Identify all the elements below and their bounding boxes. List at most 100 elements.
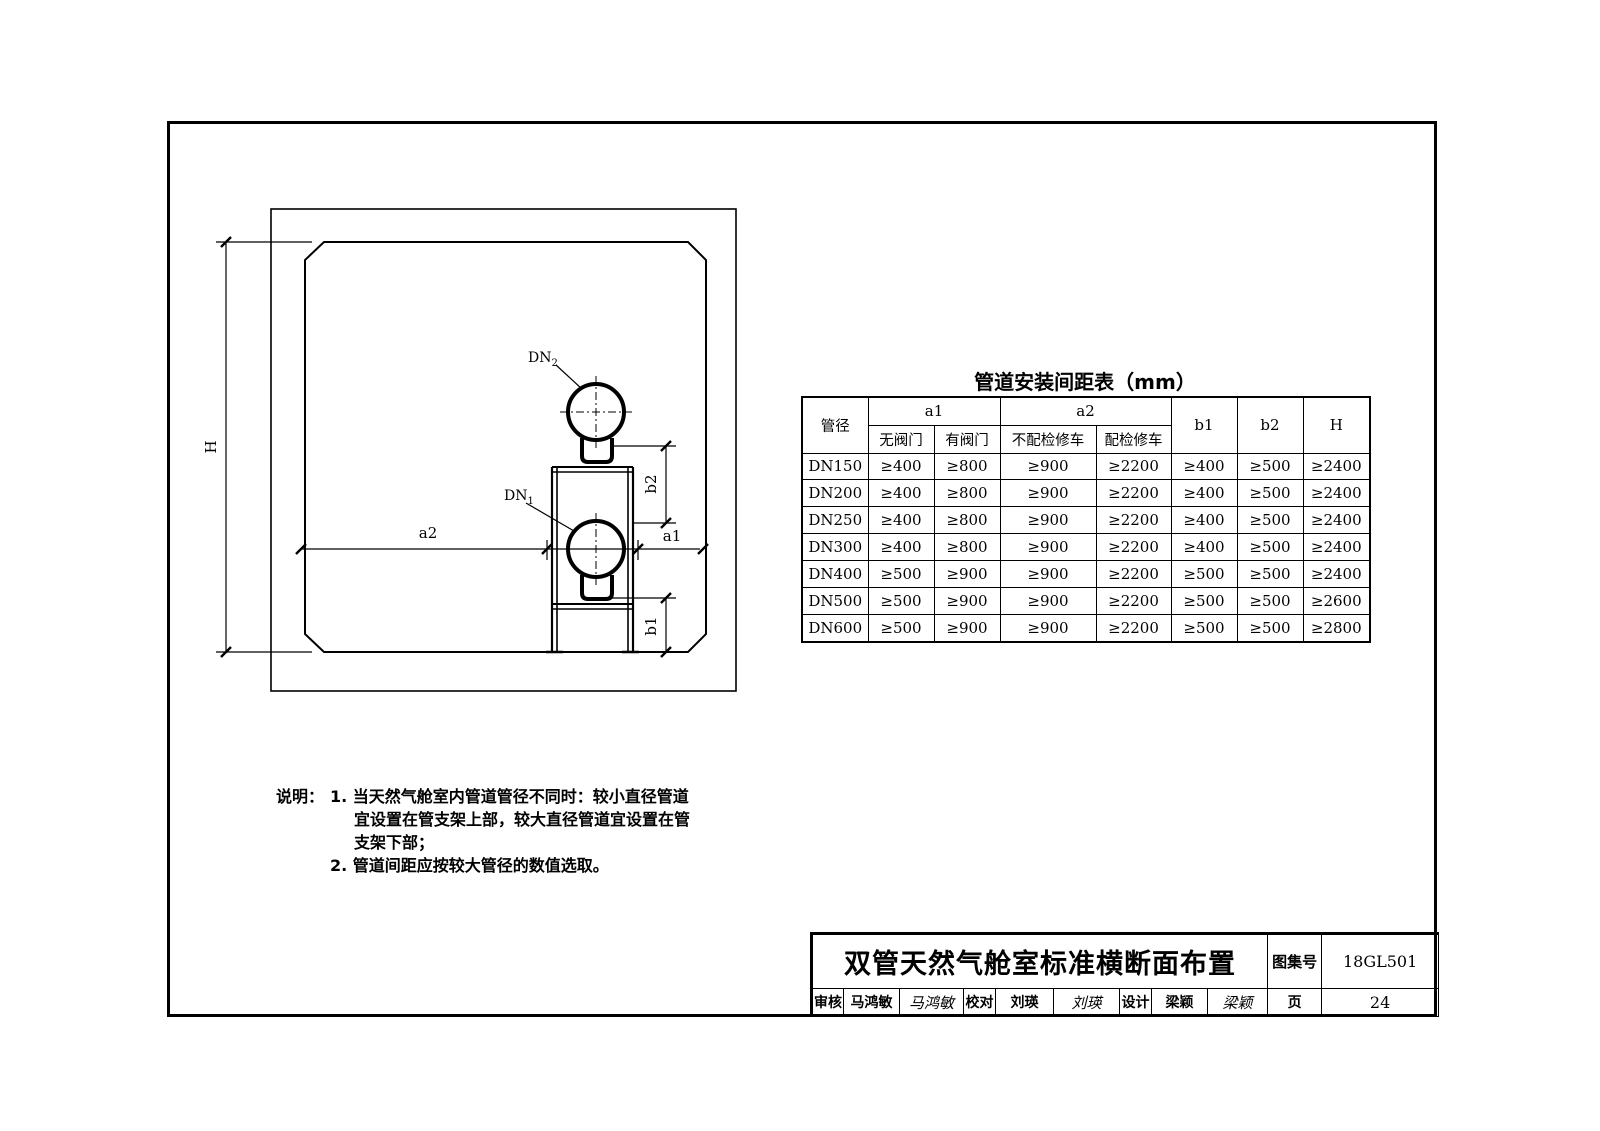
cell-a1-with-valve: ≥900 (933, 613, 1001, 643)
cell-a1-no-valve: ≥400 (867, 479, 935, 508)
cell-a1-with-valve: ≥900 (933, 586, 1001, 615)
header-a1: a1 (867, 396, 1001, 426)
header-b2: b2 (1236, 396, 1304, 454)
cell-dn: DN250 (801, 506, 869, 535)
cell-h: ≥2800 (1302, 613, 1371, 643)
subheader-a1-no-valve: 无阀门 (867, 424, 935, 454)
cell-dn: DN500 (801, 586, 869, 615)
cell-a1-no-valve: ≥500 (867, 613, 935, 643)
dimension-a2-label: a2 (419, 524, 438, 542)
review-label: 审核 (811, 987, 844, 1018)
cell-a1-with-valve: ≥900 (933, 560, 1001, 588)
pipe-support-frame (546, 466, 639, 654)
cell-b2: ≥500 (1236, 479, 1304, 508)
cell-a2-no-cart: ≥900 (999, 479, 1097, 508)
title-block: 双管天然气舱室标准横断面布置 图集号 18GL501 审核 马鸿敏 马鸿敏 校对… (810, 932, 1440, 1018)
dn1-leader (525, 502, 575, 532)
note-1-line-3: 支架下部； (354, 833, 435, 852)
cell-b2: ≥500 (1236, 533, 1304, 562)
design-signature-mark: 梁颖 (1222, 993, 1253, 1012)
table-row: DN500 ≥500 ≥900 ≥900 ≥2200 ≥500 ≥500 ≥26… (801, 586, 1371, 615)
pipe-dn2 (560, 376, 632, 464)
cell-a1-with-valve: ≥800 (933, 452, 1001, 481)
header-h: H (1302, 396, 1371, 454)
chamber-outer-outline (270, 208, 737, 692)
header-b1: b1 (1170, 396, 1238, 454)
cell-a1-with-valve: ≥800 (933, 479, 1001, 508)
cell-b1: ≥500 (1170, 613, 1238, 643)
cell-a2-no-cart: ≥900 (999, 613, 1097, 643)
cell-b2: ≥500 (1236, 613, 1304, 643)
drawing-frame (167, 121, 1437, 1017)
cell-h: ≥2400 (1302, 506, 1371, 535)
cell-a1-with-valve: ≥800 (933, 533, 1001, 562)
cell-a2-no-cart: ≥900 (999, 506, 1097, 535)
cell-b2: ≥500 (1236, 586, 1304, 615)
table-row: DN600 ≥500 ≥900 ≥900 ≥2200 ≥500 ≥500 ≥28… (801, 613, 1371, 643)
cell-a1-no-valve: ≥500 (867, 586, 935, 615)
design-notes: 说明： 1. 当天然气舱室内管道管径不同时：较小直径管道 宜设置在管支架上部，较大… (276, 785, 756, 877)
atlas-number-label: 图集号 (1267, 933, 1323, 989)
cell-h: ≥2400 (1302, 479, 1371, 508)
cell-a2-with-cart: ≥2200 (1095, 533, 1172, 562)
spacing-table-title: 管道安装间距表（mm） (974, 370, 1196, 394)
cell-a2-no-cart: ≥900 (999, 560, 1097, 588)
note-1-line-1: 1. 当天然气舱室内管道管径不同时：较小直径管道 (330, 787, 689, 806)
cell-a2-with-cart: ≥2200 (1095, 506, 1172, 535)
cell-h: ≥2600 (1302, 586, 1371, 615)
cell-b1: ≥500 (1170, 560, 1238, 588)
cell-a2-no-cart: ≥900 (999, 452, 1097, 481)
table-row: DN250 ≥400 ≥800 ≥900 ≥2200 ≥400 ≥500 ≥24… (801, 506, 1371, 535)
cell-h: ≥2400 (1302, 533, 1371, 562)
subheader-a2-with-cart: 配检修车 (1095, 424, 1172, 454)
cell-b1: ≥500 (1170, 586, 1238, 615)
chamber-inner-outline (304, 241, 707, 653)
cell-b1: ≥400 (1170, 533, 1238, 562)
cell-a2-with-cart: ≥2200 (1095, 479, 1172, 508)
cell-a1-no-valve: ≥400 (867, 452, 935, 481)
subheader-a2-no-cart: 不配检修车 (999, 424, 1097, 454)
dimension-b2-label: b2 (642, 474, 660, 493)
dn1-label: DN1 (504, 488, 534, 507)
cell-h: ≥2400 (1302, 560, 1371, 588)
note-1-line-2: 宜设置在管支架上部，较大直径管道宜设置在管 (354, 810, 691, 829)
dn2-leader (555, 364, 583, 390)
dimension-b2 (612, 440, 676, 529)
cell-a1-no-valve: ≥400 (867, 506, 935, 535)
cell-dn: DN200 (801, 479, 869, 508)
cell-b1: ≥400 (1170, 452, 1238, 481)
check-name: 刘瑛 (995, 987, 1054, 1018)
design-name: 梁颖 (1151, 987, 1208, 1018)
cell-a2-with-cart: ≥2200 (1095, 613, 1172, 643)
dimension-a2-a1 (295, 540, 709, 560)
cell-dn: DN150 (801, 452, 869, 481)
notes-lead: 说明： (276, 787, 325, 806)
page-label: 页 (1267, 987, 1323, 1018)
page-number: 24 (1321, 987, 1440, 1018)
design-label: 设计 (1119, 987, 1152, 1018)
review-signature-mark: 马鸿敏 (908, 993, 954, 1012)
atlas-number: 18GL501 (1321, 933, 1440, 989)
cell-a2-no-cart: ≥900 (999, 533, 1097, 562)
check-label: 校对 (963, 987, 996, 1018)
cell-a2-with-cart: ≥2200 (1095, 586, 1172, 615)
subheader-a1-with-valve: 有阀门 (933, 424, 1001, 454)
cell-b1: ≥400 (1170, 479, 1238, 508)
cell-b2: ≥500 (1236, 506, 1304, 535)
cell-dn: DN600 (801, 613, 869, 643)
cell-dn: DN400 (801, 560, 869, 588)
cell-a1-no-valve: ≥500 (867, 560, 935, 588)
table-row: DN300 ≥400 ≥800 ≥900 ≥2200 ≥400 ≥500 ≥24… (801, 533, 1371, 562)
design-signature: 梁颖 (1206, 987, 1269, 1018)
check-signature-mark: 刘瑛 (1071, 993, 1102, 1012)
table-row: DN200 ≥400 ≥800 ≥900 ≥2200 ≥400 ≥500 ≥24… (801, 479, 1371, 508)
cell-b2: ≥500 (1236, 452, 1304, 481)
cell-a2-no-cart: ≥900 (999, 586, 1097, 615)
review-name: 马鸿敏 (843, 987, 900, 1018)
dimension-b1 (612, 592, 676, 658)
note-2: 2. 管道间距应按较大管径的数值选取。 (330, 856, 609, 875)
header-pipe-size: 管径 (801, 396, 869, 454)
dimension-b1-label: b1 (642, 616, 660, 635)
table-row: DN400 ≥500 ≥900 ≥900 ≥2200 ≥500 ≥500 ≥24… (801, 560, 1371, 588)
